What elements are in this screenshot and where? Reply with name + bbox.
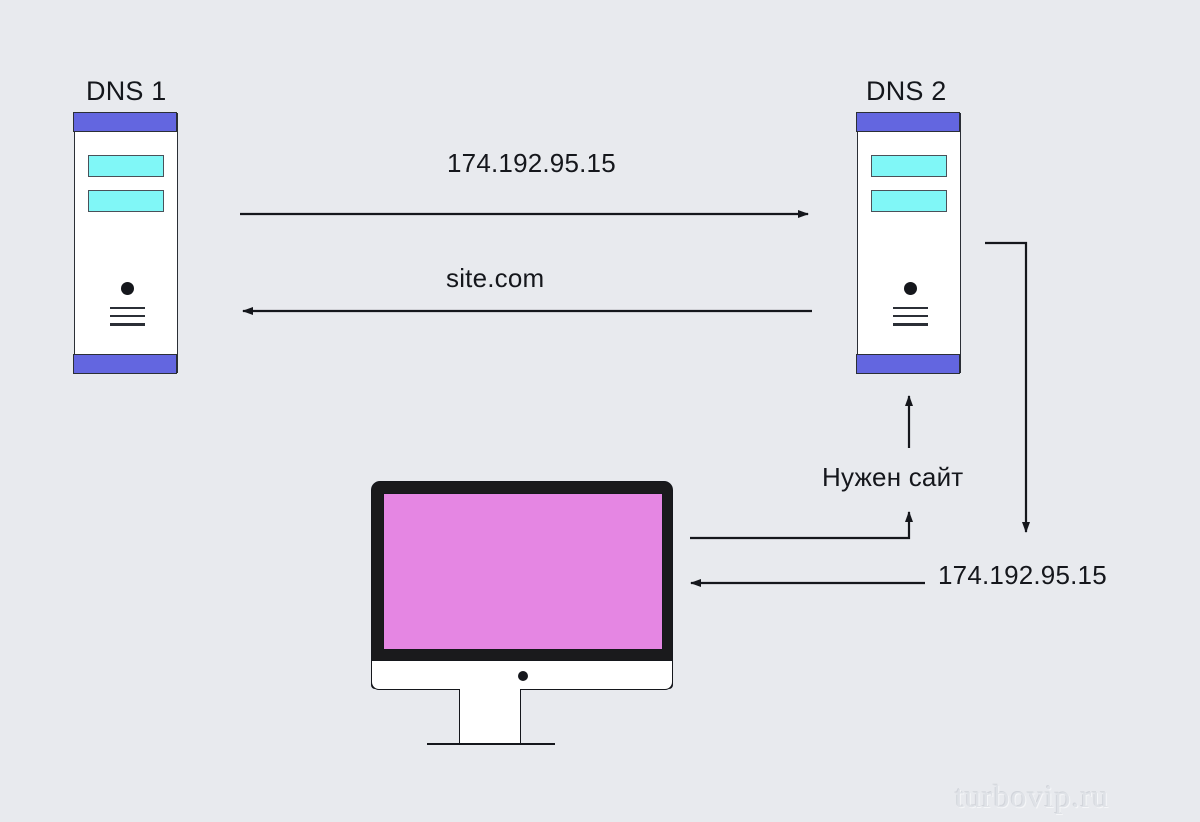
edge-label-ip-bottom: 174.192.95.15 — [938, 560, 1107, 590]
vent-line — [893, 323, 928, 326]
server-power-dot-icon — [904, 282, 917, 295]
arrow-client-to-dns2-lower — [690, 511, 913, 540]
server-node-dns2 — [856, 112, 961, 374]
vent-line — [893, 315, 928, 318]
dns1-title: DNS 1 — [86, 76, 167, 107]
server-top-bar — [856, 112, 961, 133]
vent-line — [893, 307, 928, 310]
vent-line — [110, 307, 145, 310]
monitor-logo-dot-icon — [518, 671, 528, 681]
watermark: turbovip.ru — [955, 778, 1110, 814]
monitor-chin — [371, 660, 673, 690]
server-slot-2 — [88, 190, 164, 212]
dns2-title-text: DNS 2 — [866, 76, 947, 106]
monitor-screen — [383, 493, 663, 650]
server-bottom-bar — [856, 353, 961, 374]
edge-label-site-com: site.com — [446, 263, 545, 293]
arrow-dns2-right-down — [985, 241, 1030, 533]
server-bottom-bar — [73, 353, 178, 374]
dns1-title-text: DNS 1 — [86, 76, 167, 106]
dns2-title: DNS 2 — [866, 76, 947, 107]
server-node-dns1 — [73, 112, 178, 374]
edge-label-ip-top: 174.192.95.15 — [447, 148, 616, 178]
server-vents-icon — [893, 307, 928, 332]
server-top-bar — [73, 112, 178, 133]
server-slot-1 — [88, 155, 164, 177]
server-power-dot-icon — [121, 282, 134, 295]
server-slot-1 — [871, 155, 947, 177]
edge-label-need-site: Нужен сайт — [822, 462, 964, 492]
server-slot-2 — [871, 190, 947, 212]
monitor-stand-base — [427, 743, 555, 746]
monitor-stand-neck — [459, 689, 521, 745]
server-vents-icon — [110, 307, 145, 332]
vent-line — [110, 315, 145, 318]
vent-line — [110, 323, 145, 326]
monitor-bezel — [371, 481, 673, 689]
